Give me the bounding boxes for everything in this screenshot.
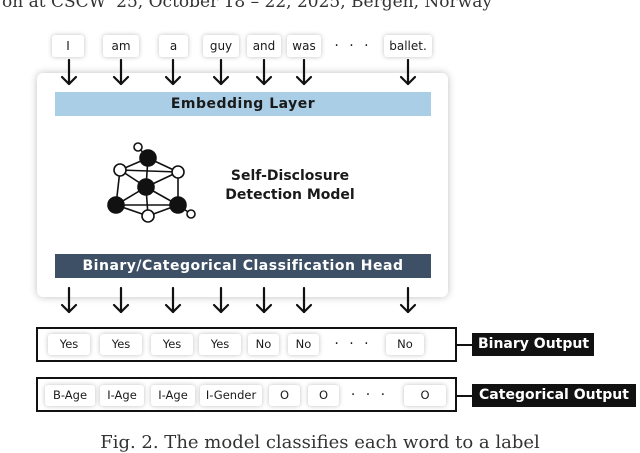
categorical-output-chip: I-Gender: [200, 385, 262, 406]
connector-line: [457, 344, 474, 346]
down-arrow-icon: [60, 58, 78, 86]
down-arrow-icon: [212, 58, 230, 86]
input-token: a: [159, 35, 188, 57]
categorical-output-chip: O: [269, 385, 300, 406]
down-arrow-icon: [399, 286, 417, 314]
binary-output-chip: Yes: [199, 334, 241, 355]
binary-output-chip: No: [288, 334, 319, 355]
down-arrow-icon: [112, 286, 130, 314]
binary-output-chip: No: [248, 334, 279, 355]
binary-output-chip: No: [386, 334, 424, 355]
binary-output-chip: Yes: [100, 334, 142, 355]
down-arrow-icon: [255, 286, 273, 314]
categorical-output-chip: I-Age: [151, 385, 195, 406]
down-arrow-icon: [60, 286, 78, 314]
ellipsis: · · ·: [334, 336, 372, 352]
figure-caption: Fig. 2. The model classifies each word t…: [100, 432, 540, 453]
binary-output-label: Binary Output: [472, 333, 594, 356]
categorical-output-label: Categorical Output: [472, 384, 636, 407]
input-token: ballet.: [384, 35, 432, 57]
input-token: am: [103, 35, 139, 57]
model-name-line2: Detection Model: [225, 187, 355, 203]
model-name-line1: Self-Disclosure: [230, 168, 350, 184]
down-arrow-icon: [255, 58, 273, 86]
categorical-output-chip: O: [308, 385, 339, 406]
embedding-layer: Embedding Layer: [55, 92, 431, 116]
binary-output-chip: Yes: [151, 334, 193, 355]
input-token: and: [247, 35, 281, 57]
down-arrow-icon: [164, 58, 182, 86]
classification-head: Binary/Categorical Classification Head: [55, 254, 431, 278]
down-arrow-icon: [295, 286, 313, 314]
page-header: on at CSCW '25, October 18 – 22, 2025, B…: [2, 0, 492, 12]
down-arrow-icon: [164, 286, 182, 314]
categorical-output-chip: I-Age: [100, 385, 144, 406]
down-arrow-icon: [212, 286, 230, 314]
binary-output-chip: Yes: [48, 334, 90, 355]
model-name: Self-Disclosure Detection Model: [205, 167, 375, 205]
input-token: guy: [203, 35, 239, 57]
categorical-output-chip: O: [404, 385, 446, 406]
ellipsis: · · ·: [350, 387, 389, 403]
down-arrow-icon: [295, 58, 313, 86]
down-arrow-icon: [112, 58, 130, 86]
input-token: was: [287, 35, 321, 57]
categorical-output-chip: B-Age: [45, 385, 95, 406]
connector-line: [457, 395, 474, 397]
ellipsis: · · ·: [334, 38, 372, 54]
input-token: I: [52, 35, 84, 57]
down-arrow-icon: [399, 58, 417, 86]
